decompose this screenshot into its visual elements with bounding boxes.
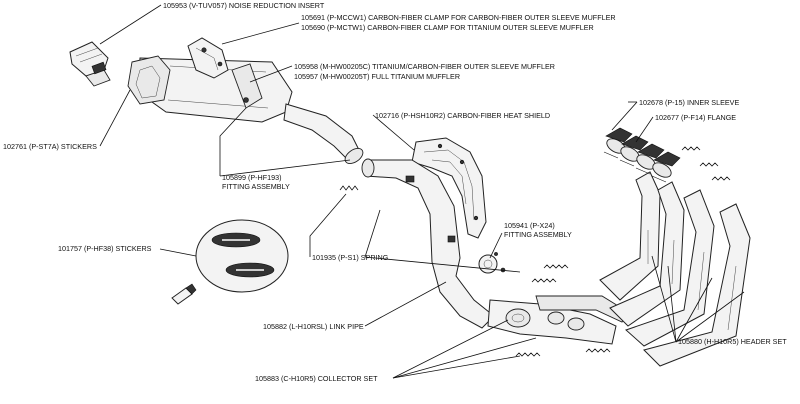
flanges-and-sleeves <box>603 127 681 183</box>
noise-reduction-insert <box>69 41 111 87</box>
callout-fitting-assembly-1-name: FITTING ASSEMBLY <box>222 182 290 191</box>
callout-noise-reduction-insert: 105953 (V-TUV057) NOISE REDUCTION INSERT <box>163 1 325 10</box>
callout-spring: 101935 (P-S1) SPRING <box>312 253 389 262</box>
callout-collector-set: 105883 (C-H10R5) COLLECTOR SET <box>255 374 378 383</box>
header-set <box>599 171 751 367</box>
leader-lines <box>99 4 745 379</box>
collector-set <box>487 295 629 345</box>
callout-stickers-loose: 101757 (P-HF38) STICKERS <box>58 244 152 253</box>
akrapovic-stickers <box>195 219 289 293</box>
muffler <box>127 55 293 123</box>
callout-link-pipe: 105882 (L-H10RSL) LINK PIPE <box>263 322 364 331</box>
callout-header-set: 105880 (H-H10R5) HEADER SET <box>678 337 787 346</box>
carbon-fiber-heat-shield <box>411 137 487 239</box>
callout-stickers-muffler: 102761 (P-ST7A) STICKERS <box>3 142 97 151</box>
callout-fitting-assembly-2-part: 105941 (P-X24) <box>504 221 555 230</box>
springs <box>339 146 731 357</box>
callout-clamp-titanium: 105690 (P-MCTW1) CARBON-FIBER CLAMP FOR … <box>301 23 594 32</box>
callout-flange: 102677 (P-F14) FLANGE <box>655 113 737 122</box>
callout-muffler-carbon: 105958 (M-HW00205C) TITANIUM/CARBON-FIBE… <box>294 62 555 71</box>
callout-inner-sleeve: 102678 (P-15) INNER SLEEVE <box>639 98 740 107</box>
callout-heat-shield: 102716 (P-HSH10R2) CARBON-FIBER HEAT SHI… <box>375 111 551 120</box>
callout-clamp-carbon: 105691 (P-MCCW1) CARBON-FIBER CLAMP FOR … <box>301 13 616 22</box>
link-pipe <box>361 158 495 329</box>
callout-fitting-assembly-1-part: 105899 (P-HF193) <box>222 173 282 182</box>
muffler-mid-pipe <box>283 103 364 165</box>
callout-muffler-titanium: 105957 (M-HW00205T) FULL TITANIUM MUFFLE… <box>294 72 461 81</box>
callout-fitting-assembly-2-name: FITTING ASSEMBLY <box>504 230 572 239</box>
carbon-fiber-clamp <box>187 37 229 79</box>
grease-tube <box>171 283 197 305</box>
